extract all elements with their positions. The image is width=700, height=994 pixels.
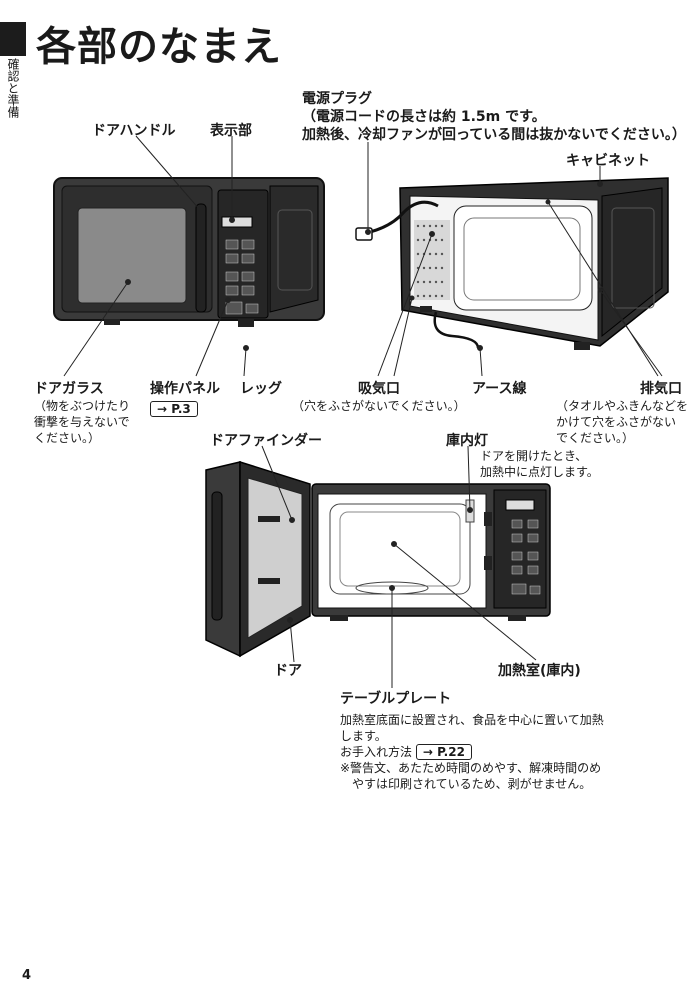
door-glass-label: ドアガラス	[34, 381, 104, 397]
cabinet-label: キャビネット	[566, 153, 650, 169]
door-handle-label: ドアハンドル	[92, 123, 176, 139]
table-plate-care-prefix: お手入れ方法	[340, 745, 413, 759]
door-finder-label: ドアファインダー	[210, 433, 322, 449]
exhaust-label: 排気口	[640, 381, 682, 397]
microwave-rear-view	[355, 177, 669, 350]
air-intake-note: （穴をふさがないでください。）	[292, 399, 466, 413]
front-display-shape	[221, 216, 253, 228]
control-panel-label: 操作パネル	[150, 381, 220, 397]
leader-lines	[63, 135, 663, 688]
section-tab: 確認と準備	[6, 58, 20, 118]
interior-light-note-1: ドアを開けたとき、	[480, 449, 588, 463]
table-plate-care: お手入れ方法 → P.22	[340, 744, 472, 760]
exhaust-note-1: （タオルやふきんなどを	[556, 399, 689, 413]
interior-light-note-2: 加熱中に点灯します。	[480, 465, 599, 479]
table-plate-care-ref[interactable]: → P.22	[415, 744, 472, 760]
power-plug-label: 電源プラグ	[302, 91, 372, 107]
microwave-front-view	[53, 177, 325, 327]
table-plate-warn-1: ※警告文、あたため時間のめやす、解凍時間のめ	[340, 761, 602, 775]
table-plate-note-2: します。	[340, 729, 387, 743]
table-plate-note-1: 加熱室底面に設置され、食品を中心に置いて加熱	[340, 713, 604, 727]
door-label: ドア	[274, 663, 302, 679]
door-glass-note-3: ください。）	[34, 431, 101, 445]
table-plate-warn-2: やすは印刷されているため、剥がせません。	[352, 777, 592, 791]
door-glass-note-1: （物をぶつけたり	[34, 399, 131, 413]
display-label: 表示部	[210, 123, 252, 139]
door-glass-shape	[77, 207, 187, 304]
air-intake-label: 吸気口	[358, 381, 400, 397]
door-handle-shape	[195, 203, 207, 313]
power-plug-note-2: 加熱後、冷却ファンが回っている間は抜かないでください。）	[302, 127, 686, 143]
interior-light-label: 庫内灯	[446, 433, 488, 449]
leg-label: レッグ	[240, 381, 282, 397]
microwave-open-view	[205, 460, 551, 658]
title-marker	[0, 22, 26, 56]
ground-wire-label: アース線	[472, 381, 527, 397]
page-number: 4	[22, 968, 32, 983]
power-plug-note-1: （電源コードの長さは約 1.5m です。	[302, 109, 546, 125]
control-panel-ref-text: → P.3	[150, 401, 198, 417]
table-plate-label: テーブルプレート	[340, 691, 452, 707]
cavity-label: 加熱室(庫内)	[498, 663, 581, 679]
page-title: 各部のなまえ	[36, 24, 282, 70]
door-glass-note-2: 衝撃を与えないで	[34, 415, 130, 429]
exhaust-note-2: かけて穴をふさがない	[556, 415, 677, 429]
exhaust-note-3: でください。）	[556, 431, 635, 445]
control-panel-ref[interactable]: → P.3	[150, 398, 198, 417]
